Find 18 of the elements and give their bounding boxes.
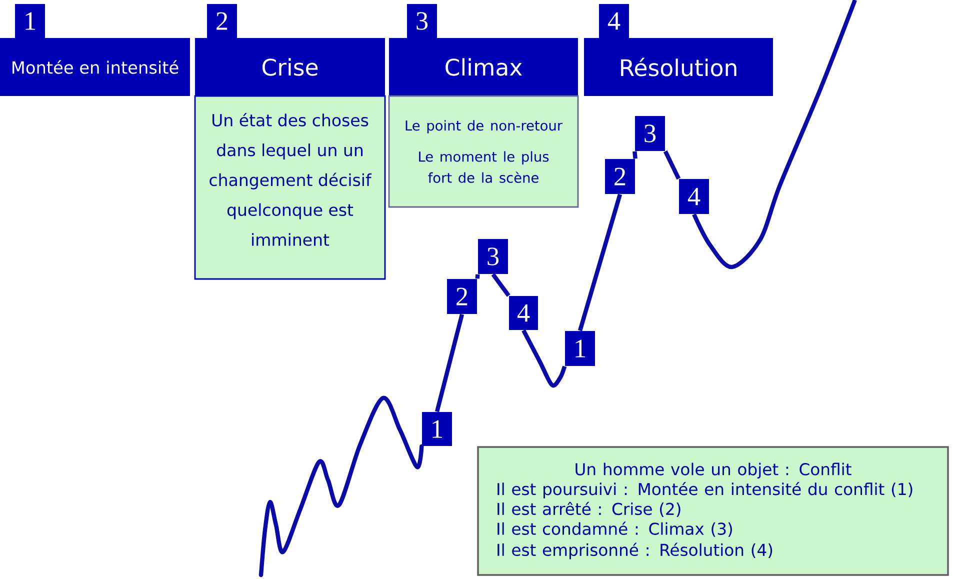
description-box: Un état des choses dans lequel un un changement décisif quelconque est imminent bbox=[194, 95, 386, 280]
curve-segment bbox=[434, 314, 464, 412]
example-box: Un homme vole un objet : Conflit Il est poursuivi : Montée en intensité du conflit (1) Il est arrêté : Crise (2) Il est condamné : Climax (3) Il est emprisonné : Résolution (4) bbox=[477, 446, 949, 576]
curve-segment bbox=[632, 151, 638, 159]
node-label: 3 bbox=[416, 12, 428, 30]
number-tab: 4 bbox=[599, 4, 629, 38]
curve-segment bbox=[491, 273, 510, 297]
curve-segment bbox=[522, 329, 567, 388]
number-tab: 3 bbox=[407, 4, 437, 38]
number-tab: 1 bbox=[15, 4, 45, 38]
node-label: 1 bbox=[26, 12, 36, 30]
curve-segment bbox=[578, 194, 622, 332]
number-tab: 2 bbox=[207, 4, 237, 38]
node-label: 2 bbox=[216, 12, 228, 30]
curve-segment bbox=[663, 150, 681, 180]
curve-segment bbox=[475, 274, 480, 279]
description-box: Le point de non-retour Le moment le plus fort de la scène bbox=[388, 95, 579, 208]
node-label: 4 bbox=[608, 12, 620, 30]
